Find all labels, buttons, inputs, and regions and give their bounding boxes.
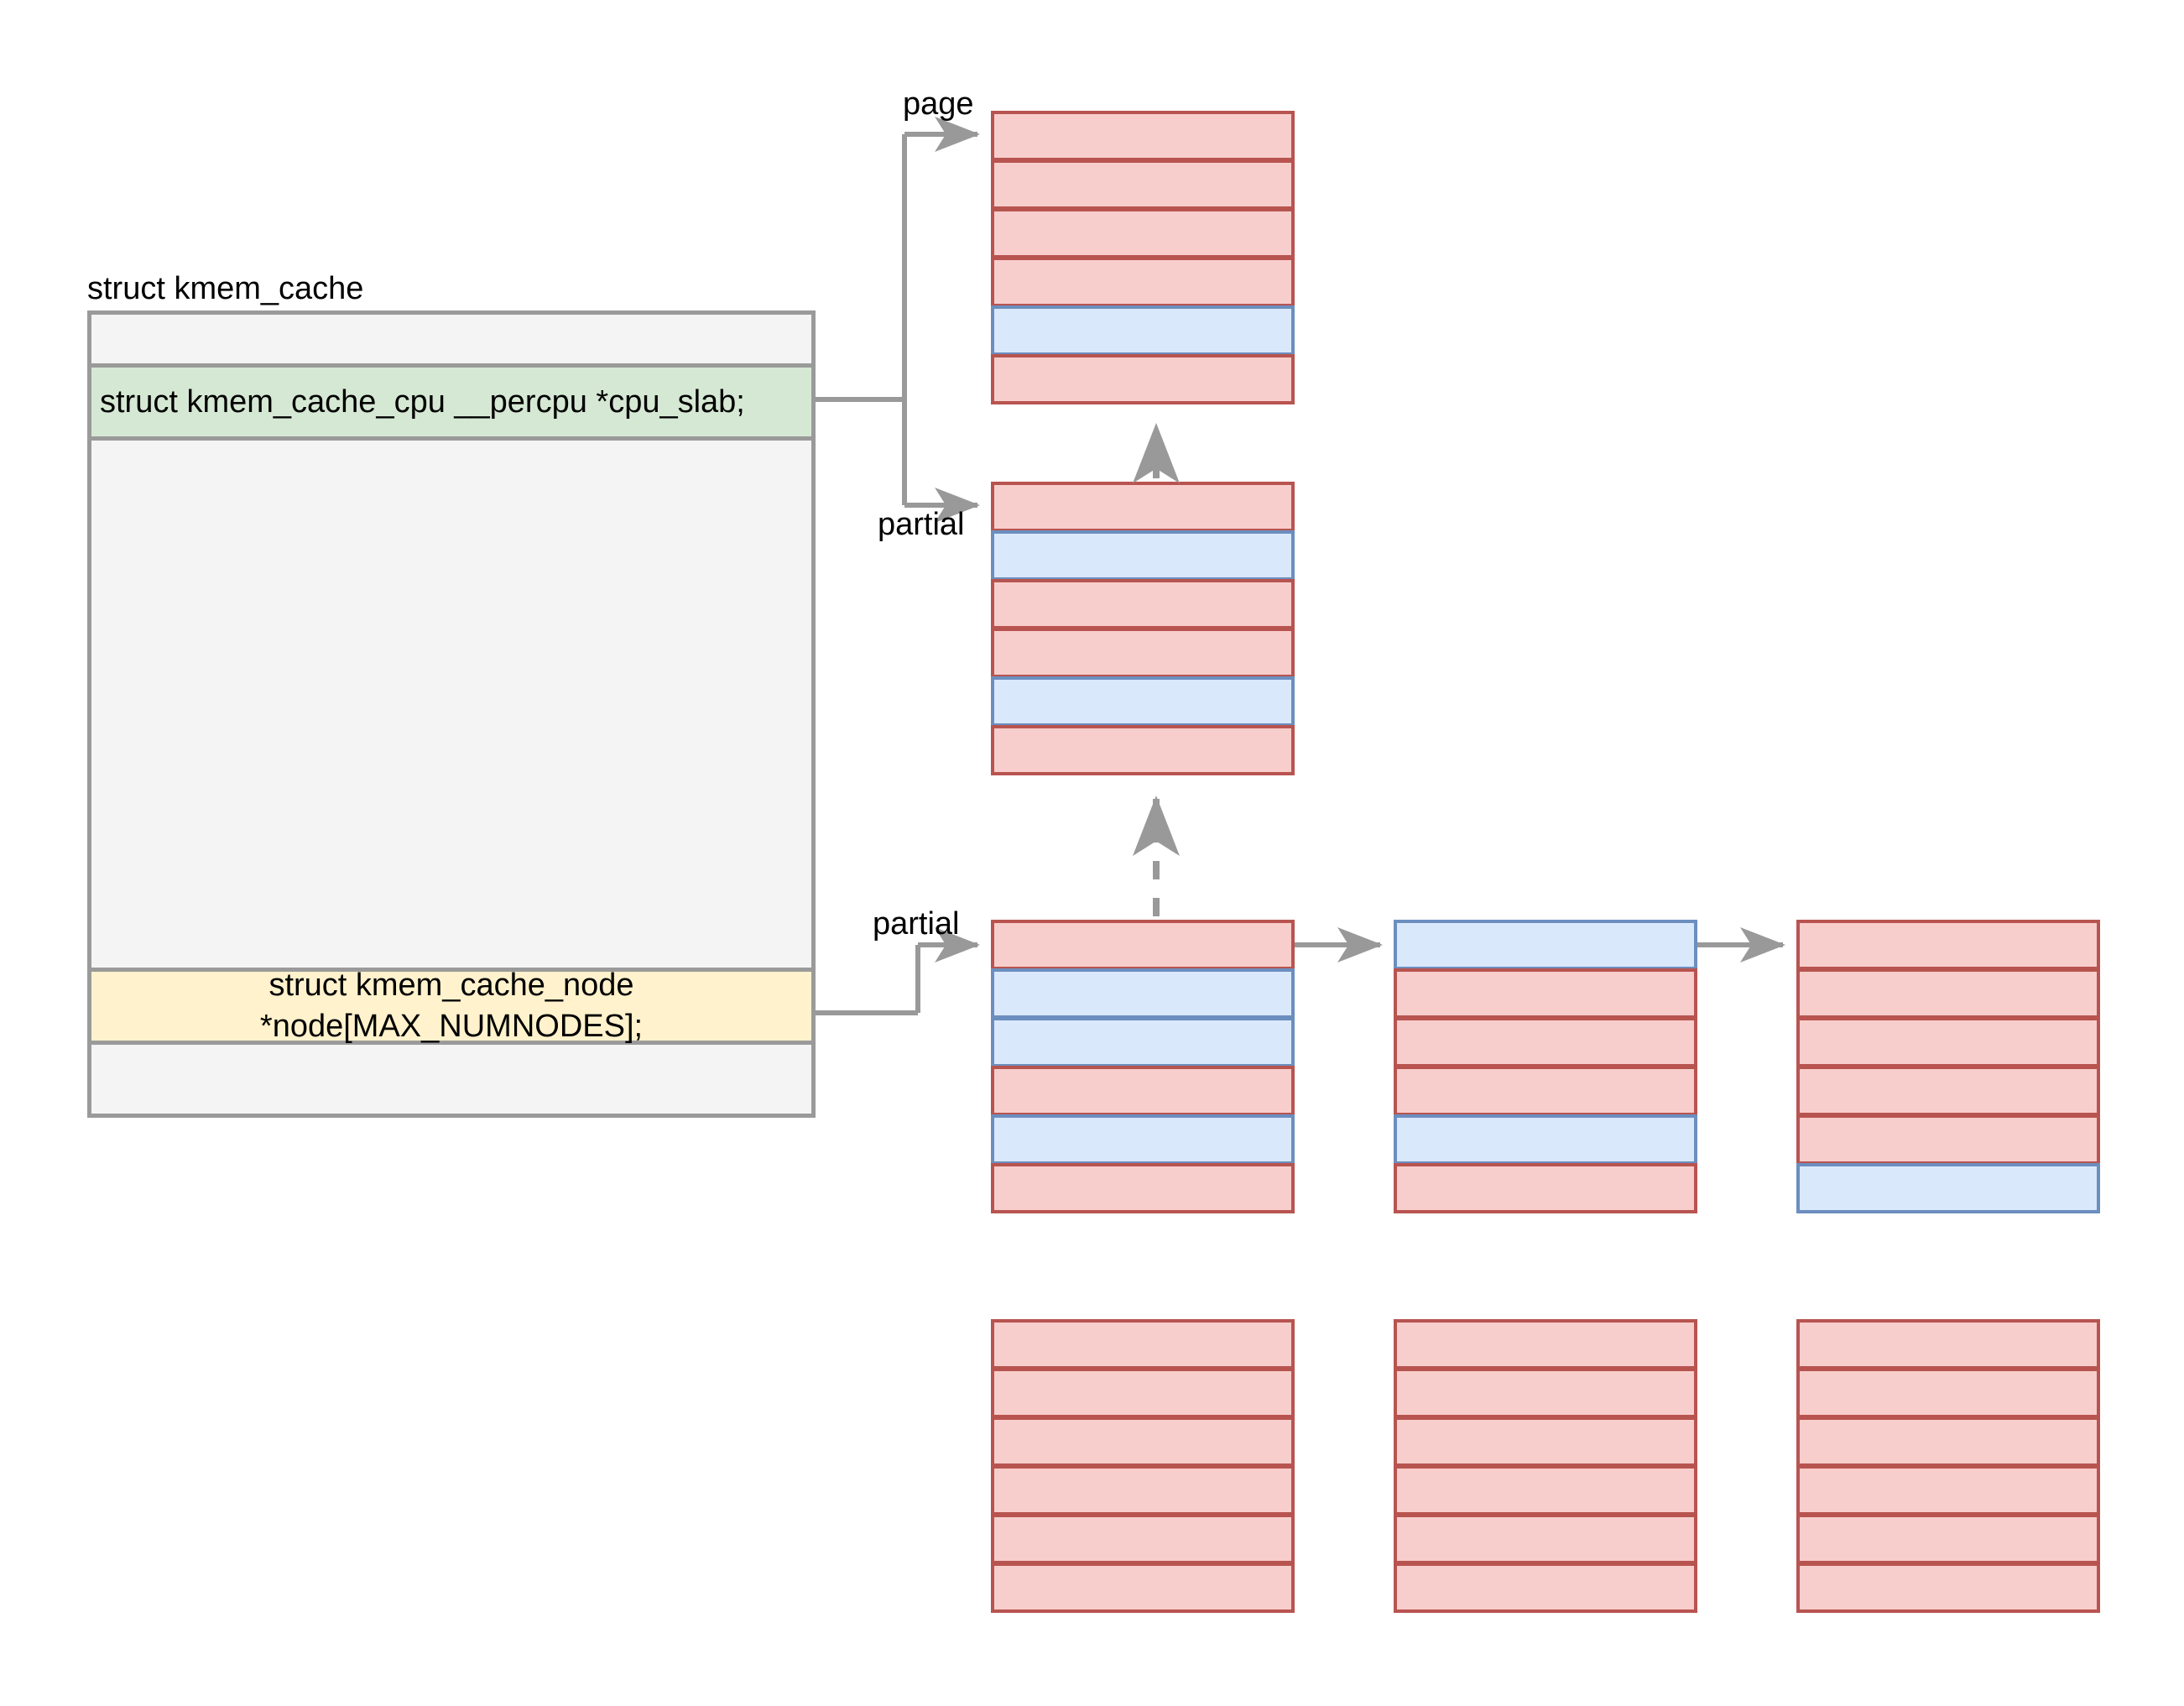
slab-object-used — [991, 920, 1295, 970]
field-cpu-slab: struct kmem_cache_cpu __percpu *cpu_slab… — [91, 363, 811, 441]
slab-object-used — [1394, 1017, 1697, 1067]
node-partial-slab-2 — [1394, 920, 1697, 1213]
slab-object-free — [991, 968, 1295, 1019]
field-cpu-slab-label: struct kmem_cache_cpu __percpu *cpu_slab… — [100, 383, 745, 420]
slab-object-used — [991, 159, 1295, 210]
slab-object-used — [991, 1514, 1295, 1564]
slab-object-used — [1394, 968, 1697, 1019]
slab-object-used — [1796, 1416, 2100, 1467]
slab-object-used — [1796, 1563, 2100, 1613]
slab-object-used — [991, 482, 1295, 532]
slab-object-used — [991, 354, 1295, 404]
slab-object-used — [1796, 1368, 2100, 1418]
struct-kmem-cache-box: struct kmem_cache_cpu __percpu *cpu_slab… — [87, 310, 816, 1118]
slab-object-free — [1394, 1114, 1697, 1165]
slab-object-used — [991, 111, 1295, 161]
slab-object-used — [1394, 1319, 1697, 1369]
node-partial-slab-3 — [1796, 920, 2100, 1213]
slab-object-used — [991, 208, 1295, 258]
slab-object-used — [991, 628, 1295, 678]
full-slab-2 — [1394, 1319, 1697, 1613]
slab-object-used — [1394, 1465, 1697, 1516]
slab-object-free — [991, 530, 1295, 581]
slab-object-used — [1796, 1017, 2100, 1067]
struct-kmem-cache-title: struct kmem_cache — [87, 271, 364, 306]
slab-object-free — [991, 305, 1295, 356]
cpu-page-slab — [991, 111, 1295, 404]
edge-label-page: page — [903, 86, 974, 122]
slab-object-used — [1796, 1465, 2100, 1516]
edge-label-partial-node: partial — [873, 906, 960, 942]
slab-object-free — [991, 676, 1295, 727]
cpu-partial-slab — [991, 482, 1295, 775]
slab-object-used — [1394, 1163, 1697, 1213]
slab-object-used — [1394, 1416, 1697, 1467]
slab-object-free — [1796, 1163, 2100, 1213]
slab-object-used — [1394, 1514, 1697, 1564]
node-partial-slab-1 — [991, 920, 1295, 1213]
full-slab-3 — [1796, 1319, 2100, 1613]
slab-object-used — [1796, 1514, 2100, 1564]
edge-label-partial-cpu: partial — [878, 507, 965, 542]
slab-object-used — [1394, 1563, 1697, 1613]
wire-cpu-slab-branch — [816, 117, 980, 523]
slab-object-used — [991, 1465, 1295, 1516]
slab-object-used — [1796, 968, 2100, 1019]
slab-object-used — [1796, 1066, 2100, 1116]
slab-object-used — [991, 1368, 1295, 1418]
slab-object-free — [991, 1114, 1295, 1165]
field-node-array-label: struct kmem_cache_node *node[MAX_NUMNODE… — [259, 968, 644, 1044]
slab-object-used — [991, 1416, 1295, 1467]
slab-object-used — [991, 1563, 1295, 1613]
slab-object-free — [1394, 920, 1697, 970]
full-slab-1 — [991, 1319, 1295, 1613]
slab-object-used — [991, 257, 1295, 307]
slab-object-used — [1796, 920, 2100, 970]
slab-object-used — [1796, 1319, 2100, 1369]
slab-object-used — [1796, 1114, 2100, 1165]
slab-object-used — [991, 579, 1295, 629]
slab-object-used — [1394, 1066, 1697, 1116]
slab-object-used — [991, 1066, 1295, 1116]
slab-object-used — [991, 1163, 1295, 1213]
slab-object-used — [991, 725, 1295, 775]
field-node-array: struct kmem_cache_node *node[MAX_NUMNODE… — [91, 968, 811, 1045]
slab-object-used — [1394, 1368, 1697, 1418]
wire-node-partial — [816, 927, 980, 1015]
slab-object-free — [991, 1017, 1295, 1067]
slab-object-used — [991, 1319, 1295, 1369]
